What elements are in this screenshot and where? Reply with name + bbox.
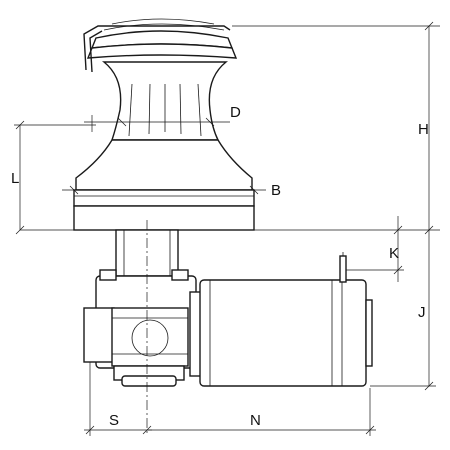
label-j: J — [418, 304, 426, 321]
label-l: L — [11, 170, 19, 187]
label-h: H — [418, 121, 429, 138]
label-b: B — [271, 182, 281, 199]
dimension-b — [62, 185, 266, 195]
dimension-n — [147, 388, 376, 436]
label-k: K — [389, 245, 399, 262]
motor — [189, 252, 373, 387]
dimension-h — [20, 21, 440, 235]
winch-drum — [73, 18, 255, 231]
label-d: D — [230, 104, 241, 121]
dimension-k — [346, 216, 404, 282]
label-n: N — [250, 412, 261, 429]
gearbox — [83, 269, 197, 387]
dimension-l — [14, 120, 96, 235]
dimension-j — [370, 230, 436, 391]
label-s: S — [109, 412, 119, 429]
dimension-d — [84, 115, 230, 132]
